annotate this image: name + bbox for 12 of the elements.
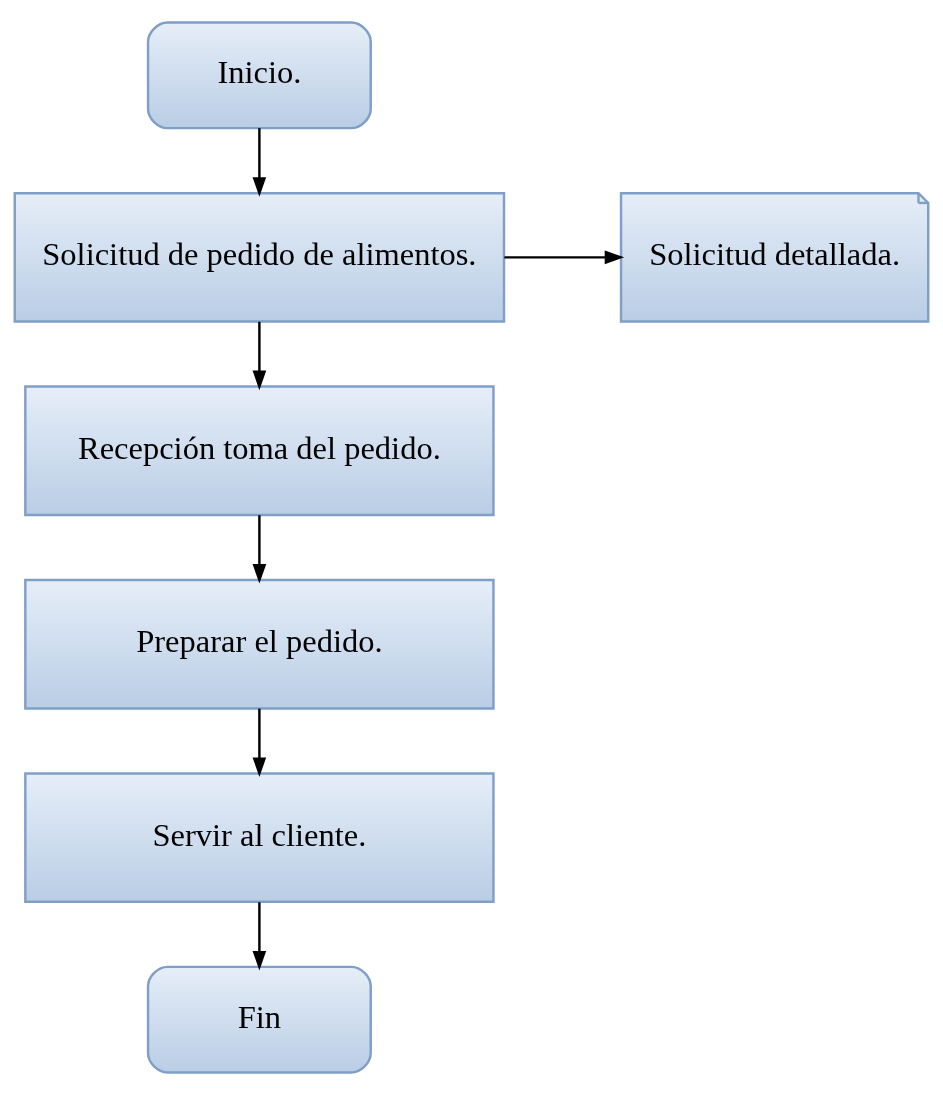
arrow xyxy=(252,321,267,391)
node-box: Recepción toma del pedido. xyxy=(24,385,495,517)
arrow xyxy=(252,902,267,971)
node-box: Preparar el pedido. xyxy=(24,578,495,710)
arrow xyxy=(504,250,625,265)
node-box: Fin xyxy=(146,965,372,1074)
node-box: Servir al cliente. xyxy=(24,772,495,904)
arrow xyxy=(252,128,267,197)
node-box: Solicitud de pedido de alimentos. xyxy=(13,191,506,323)
arrow xyxy=(252,708,267,777)
node-box: Inicio. xyxy=(146,21,372,130)
arrow xyxy=(252,515,267,584)
